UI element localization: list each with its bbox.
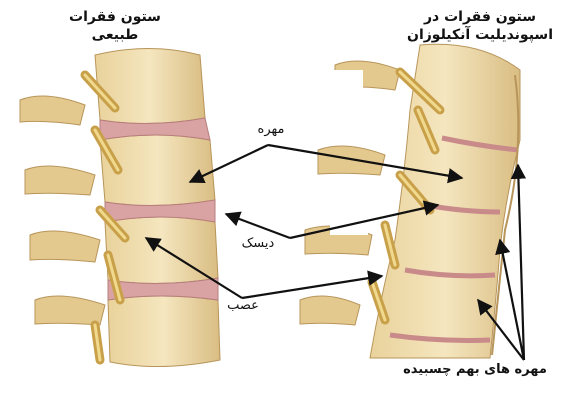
label-disc: دیسک <box>228 236 288 251</box>
right-title-line1: ستون فقرات در <box>400 8 560 26</box>
mask-box-middle <box>330 175 368 235</box>
left-title: ستون فقرات طبیعی <box>55 8 175 44</box>
right-title-line2: اسپوندیلیت آنکیلوزان <box>400 26 560 44</box>
normal-spine <box>20 49 220 367</box>
label-nerve: عصب <box>218 298 268 313</box>
label-vertebra: مهره <box>246 122 296 137</box>
right-title: ستون فقرات در اسپوندیلیت آنکیلوزان <box>400 8 560 44</box>
mask-box-top <box>333 70 363 115</box>
left-title-line1: ستون فقرات <box>55 8 175 26</box>
left-title-line2: طبیعی <box>55 26 175 44</box>
arrow-nerve-right <box>242 276 382 298</box>
label-fused-vertebrae: مهره های بهم چسبیده <box>390 362 560 377</box>
arrow-disc-left <box>226 214 290 238</box>
